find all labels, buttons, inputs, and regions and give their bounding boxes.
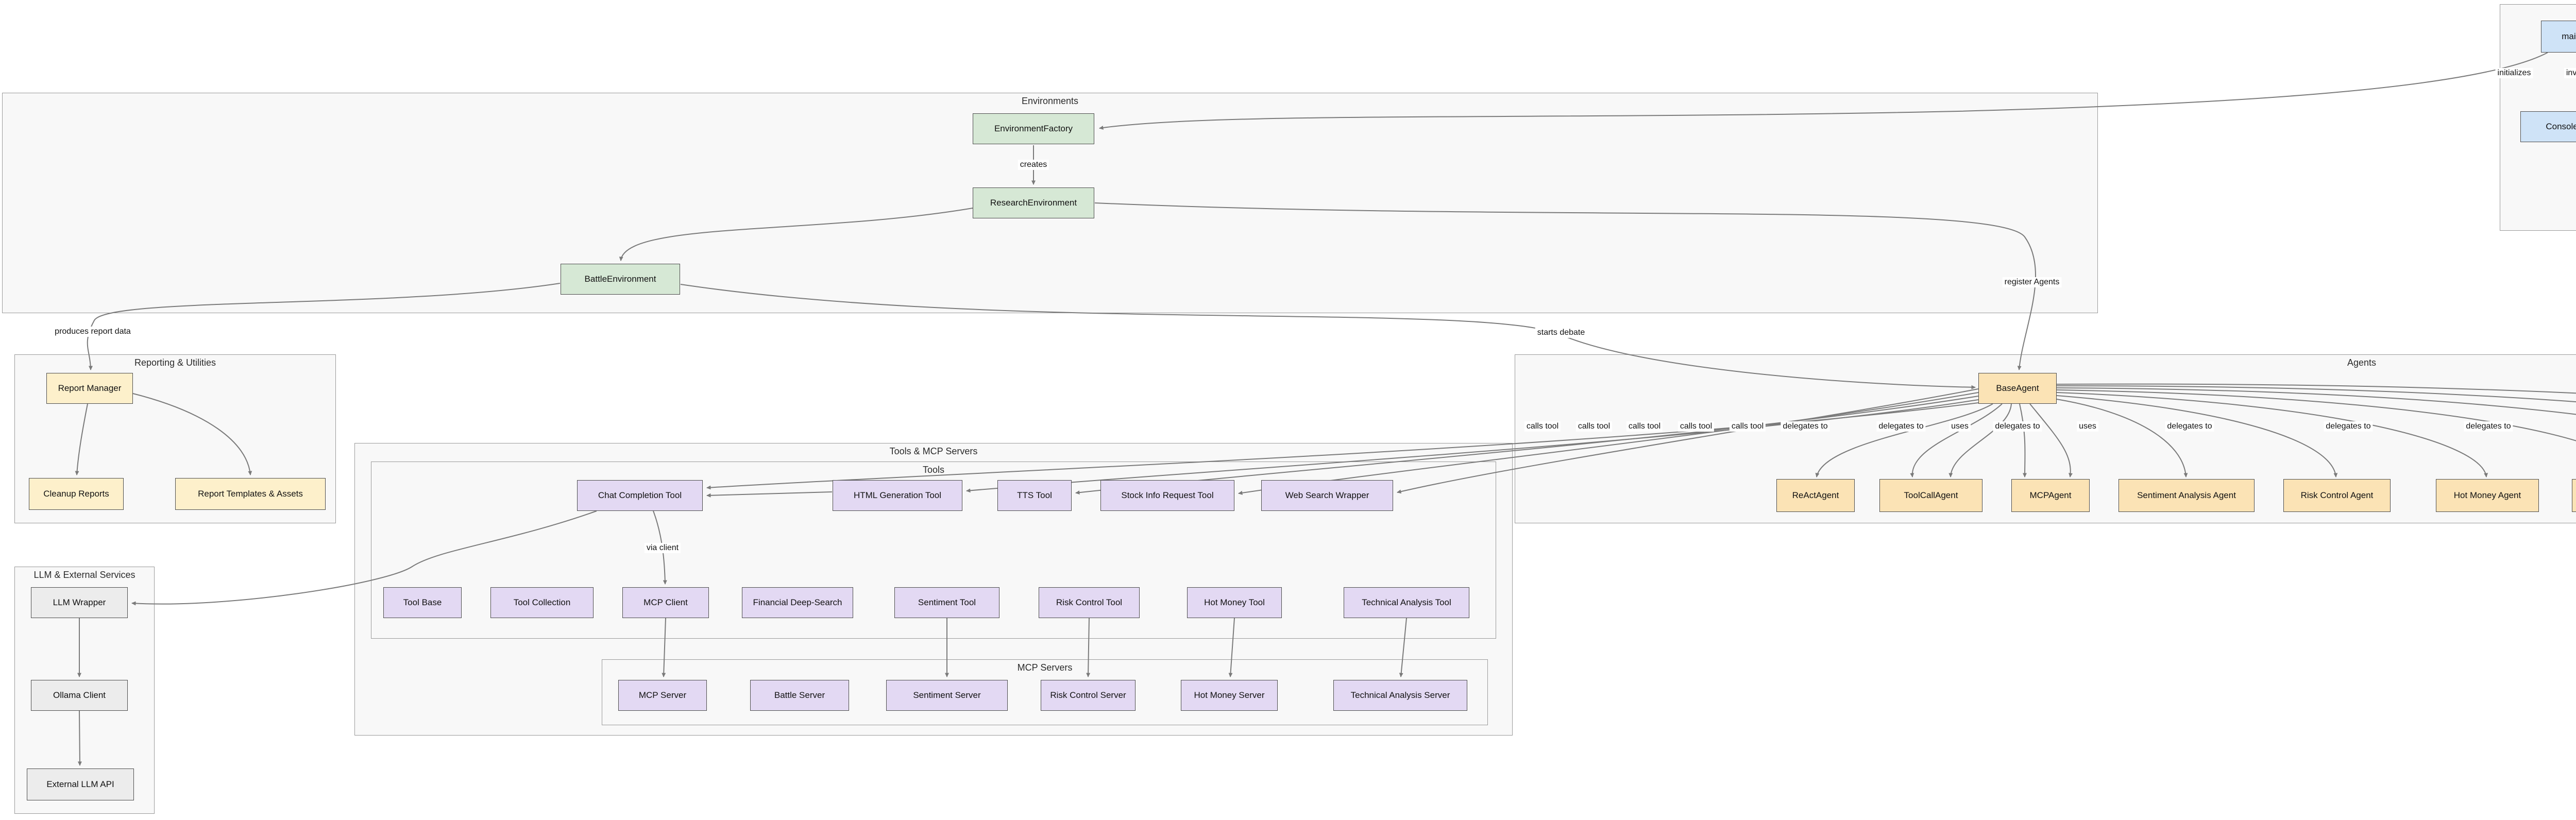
edge-label-calls-tool-5: calls tool bbox=[1729, 421, 1766, 432]
node-cleanup-reports: Cleanup Reports bbox=[29, 478, 124, 510]
edge-label-via-client: via client bbox=[644, 543, 681, 553]
node-hot-money-agent: Hot Money Agent bbox=[2436, 479, 2539, 512]
cluster-mcp-servers-title: MCP Servers bbox=[1017, 662, 1073, 673]
node-html-generation-tool: HTML Generation Tool bbox=[833, 480, 962, 511]
node-toolcall-agent: ToolCallAgent bbox=[1879, 479, 1982, 512]
edge-label-uses-mcp: uses bbox=[2077, 421, 2098, 432]
edge-label-delegates-toolcall: delegates to bbox=[1876, 421, 1926, 432]
edge-label-calls-tool-3: calls tool bbox=[1626, 421, 1663, 432]
node-technical-analysis-tool: Technical Analysis Tool bbox=[1344, 587, 1469, 618]
node-tts-tool: TTS Tool bbox=[997, 480, 1072, 511]
node-technical-analysis-agent: Technical Analysis Agent bbox=[2572, 479, 2576, 512]
cluster-environments-title: Environments bbox=[1021, 96, 1079, 106]
edge-label-calls-tool-1: calls tool bbox=[1524, 421, 1561, 432]
node-mcp-client: MCP Client bbox=[622, 587, 709, 618]
node-chat-completion-tool: Chat Completion Tool bbox=[577, 480, 703, 511]
node-web-search-wrapper: Web Search Wrapper bbox=[1261, 480, 1393, 511]
node-main-py: main.py bbox=[2541, 21, 2576, 53]
node-risk-control-server: Risk Control Server bbox=[1041, 680, 1136, 711]
cluster-tools-title: Tools bbox=[922, 465, 945, 475]
node-base-agent: BaseAgent bbox=[1978, 373, 2057, 404]
node-sentiment-server: Sentiment Server bbox=[886, 680, 1008, 711]
node-tool-base: Tool Base bbox=[383, 587, 462, 618]
cluster-llm-title: LLM & External Services bbox=[33, 570, 135, 580]
edge-label-invokes: invokes bbox=[2564, 68, 2576, 78]
cluster-agents-title: Agents bbox=[2347, 357, 2377, 368]
node-react-agent: ReActAgent bbox=[1776, 479, 1855, 512]
cluster-reporting-title: Reporting & Utilities bbox=[134, 357, 216, 368]
node-mcp-agent: MCPAgent bbox=[2011, 479, 2090, 512]
edge-label-register-agents: register Agents bbox=[2002, 277, 2062, 287]
node-environment-factory: EnvironmentFactory bbox=[973, 113, 1094, 144]
node-financial-deep-search: Financial Deep-Search bbox=[742, 587, 853, 618]
edge-label-calls-tool-2: calls tool bbox=[1575, 421, 1613, 432]
node-stock-info-request-tool: Stock Info Request Tool bbox=[1100, 480, 1234, 511]
cluster-tools-mcp-title: Tools & MCP Servers bbox=[889, 446, 978, 456]
node-technical-analysis-server: Technical Analysis Server bbox=[1333, 680, 1467, 711]
node-risk-control-tool: Risk Control Tool bbox=[1039, 587, 1140, 618]
edge-label-delegates-sentiment: delegates to bbox=[2165, 421, 2214, 432]
node-battle-environment: BattleEnvironment bbox=[561, 264, 680, 295]
edge-label-delegates-risk: delegates to bbox=[2324, 421, 2373, 432]
edge-label-creates: creates bbox=[1018, 160, 1049, 170]
node-external-llm-api: External LLM API bbox=[27, 768, 134, 800]
edge-label-initializes: initializes bbox=[2495, 68, 2533, 78]
node-sentiment-analysis-agent: Sentiment Analysis Agent bbox=[2119, 479, 2255, 512]
edge-label-produces-report-data: produces report data bbox=[53, 327, 133, 337]
edge-label-uses-toolcall: uses bbox=[1949, 421, 1971, 432]
node-mcp-server: MCP Server bbox=[618, 680, 707, 711]
edge-label-starts-debate: starts debate bbox=[1535, 328, 1587, 338]
node-report-manager: Report Manager bbox=[46, 373, 133, 404]
node-tool-collection: Tool Collection bbox=[490, 587, 594, 618]
node-sentiment-tool: Sentiment Tool bbox=[894, 587, 999, 618]
edge-label-delegates-mcp: delegates to bbox=[1993, 421, 2042, 432]
edge-label-delegates-react: delegates to bbox=[1781, 421, 1830, 432]
node-ollama-client: Ollama Client bbox=[31, 680, 128, 711]
node-research-environment: ResearchEnvironment bbox=[973, 187, 1094, 218]
node-battle-server: Battle Server bbox=[750, 680, 849, 711]
node-llm-wrapper: LLM Wrapper bbox=[31, 587, 128, 618]
edge-label-calls-tool-4: calls tool bbox=[1677, 421, 1715, 432]
node-risk-control-agent: Risk Control Agent bbox=[2283, 479, 2391, 512]
edge-label-delegates-hot-money: delegates to bbox=[2464, 421, 2513, 432]
node-hot-money-tool: Hot Money Tool bbox=[1187, 587, 1282, 618]
node-report-templates: Report Templates & Assets bbox=[175, 478, 326, 510]
node-hot-money-server: Hot Money Server bbox=[1181, 680, 1278, 711]
node-console-interface: Console Interface bbox=[2520, 111, 2576, 142]
